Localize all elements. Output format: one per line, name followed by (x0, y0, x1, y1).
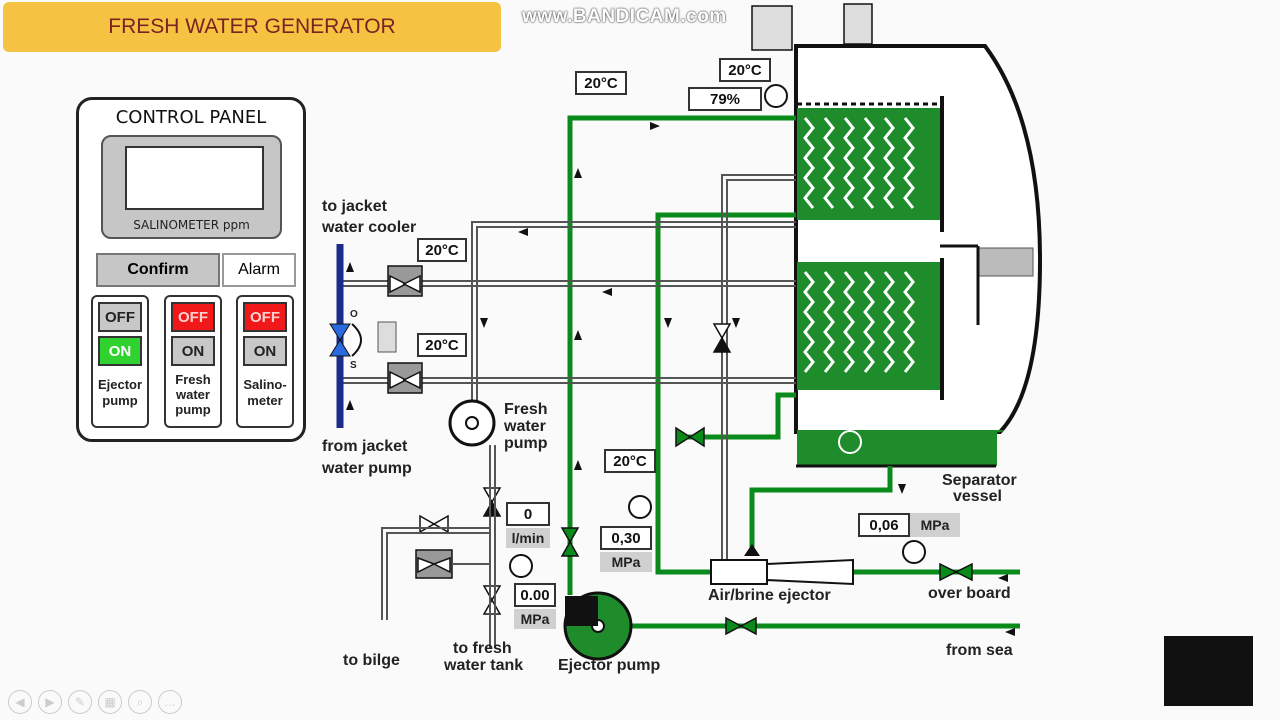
to-fw-label-1: to fresh (453, 640, 512, 657)
separator-label-2: vessel (953, 488, 1002, 505)
zoom-icon[interactable]: ⌕ (128, 690, 152, 714)
temp-top-right-readout: 20°C (719, 58, 771, 82)
salinometer-screen (125, 146, 264, 210)
fresh-water-pump-switch: OFF ON Fresh water pump (164, 295, 222, 428)
fw-flow-unit: l/min (506, 528, 550, 548)
pen-icon[interactable]: ✎ (68, 690, 92, 714)
to-jacket-label-2: water cooler (322, 219, 417, 236)
overboard-pressure-unit: MPa (910, 513, 960, 537)
alarm-button[interactable]: Alarm (222, 253, 296, 287)
slides-icon[interactable]: ▦ (98, 690, 122, 714)
ejector-pump-label: Ejector pump (558, 657, 661, 674)
confirm-button[interactable]: Confirm (96, 253, 220, 287)
temp-ejector-readout: 20°C (604, 449, 656, 473)
fw-pump-label-3: pump (504, 435, 548, 452)
salinometer-display: SALINOMETER ppm (101, 135, 282, 239)
webcam-overlay (1164, 636, 1253, 706)
salinometer-switch-label-2: meter (247, 393, 283, 408)
salinometer-label: SALINOMETER ppm (133, 218, 250, 232)
fw-pump-label-1: Fresh (504, 401, 548, 418)
fw-pressure-unit: MPa (514, 609, 556, 629)
air-brine-label: Air/brine ejector (708, 587, 831, 604)
fresh-water-pump-label-3: pump (175, 402, 211, 417)
slide-nav: ◀ ▶ ✎ ▦ ⌕ … (8, 690, 182, 716)
fresh-water-pump-on-button[interactable]: ON (171, 336, 215, 366)
valves (387, 3, 973, 636)
ejector-pressure-unit: MPa (600, 552, 652, 572)
coil-zigzags (803, 117, 915, 373)
fresh-water-pump-off-button[interactable]: OFF (171, 302, 215, 332)
more-icon[interactable]: … (158, 690, 182, 714)
page-title: FRESH WATER GENERATOR (3, 2, 501, 52)
watermark: www.BANDICAM.com (522, 6, 727, 27)
fw-pump-label-2: water (504, 418, 546, 435)
separator-label-1: Separator (942, 472, 1017, 489)
thermo-s-label: S (350, 360, 357, 371)
ejector-pressure-readout: 0,30 (600, 526, 652, 550)
fresh-water-pump-label-1: Fresh (175, 372, 211, 387)
control-panel: CONTROL PANEL SALINOMETER ppm Confirm Al… (76, 97, 306, 442)
ejector-pump-label-2: pump (102, 393, 138, 408)
ejector-pump-switch: OFF ON Ejector pump (91, 295, 149, 428)
ejector-pump-off-button[interactable]: OFF (98, 302, 142, 332)
from-sea-label: from sea (946, 642, 1013, 659)
control-panel-title: CONTROL PANEL (115, 107, 267, 128)
salinometer-on-button[interactable]: ON (243, 336, 287, 366)
temp-top-left-readout: 20°C (575, 71, 627, 95)
air-brine-ejector (710, 559, 768, 585)
flow-arrows (346, 122, 1015, 636)
next-icon[interactable]: ▶ (38, 690, 62, 714)
fw-flow-readout: 0 (506, 502, 550, 526)
from-jacket-label-1: from jacket (322, 438, 408, 455)
demister (977, 247, 1034, 277)
temp-cooler-in-readout: 20°C (417, 238, 467, 262)
ejector-pump-label-1: Ejector (97, 377, 143, 392)
to-bilge-label: to bilge (343, 652, 400, 669)
fresh-water-pump-label-2: water (176, 387, 210, 402)
ejector-pump-on-button[interactable]: ON (98, 336, 142, 366)
to-jacket-label-1: to jacket (322, 198, 387, 215)
thermo-o-label: O (350, 309, 358, 320)
salinometer-off-button[interactable]: OFF (243, 302, 287, 332)
temp-cooler-out-readout: 20°C (417, 333, 467, 357)
salinometer-switch-label-1: Salino- (243, 377, 287, 392)
over-board-label: over board (928, 585, 1011, 602)
overboard-pressure-readout: 0,06 (858, 513, 910, 537)
prev-icon[interactable]: ◀ (8, 690, 32, 714)
from-jacket-label-2: water pump (322, 460, 412, 477)
page-title-text: FRESH WATER GENERATOR (108, 15, 396, 38)
to-fw-label-2: water tank (444, 657, 524, 674)
vacuum-readout: 79% (688, 87, 762, 111)
salinometer-switch: OFF ON Salino- meter (236, 295, 294, 428)
fw-pressure-readout: 0.00 (514, 583, 556, 607)
